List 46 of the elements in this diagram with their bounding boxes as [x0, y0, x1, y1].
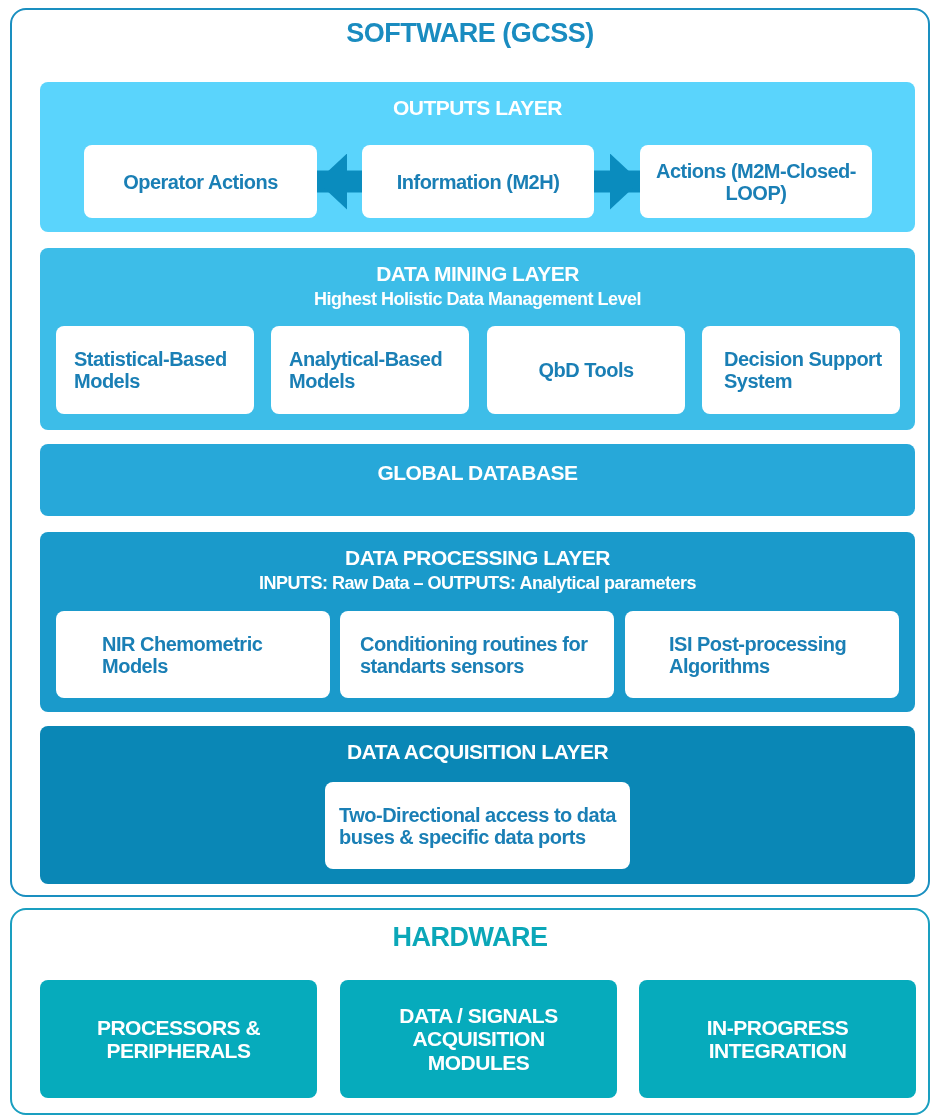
- module-card: [56, 326, 254, 414]
- hardware-card: [639, 980, 916, 1098]
- module-label: NIR Chemometric Models: [102, 632, 264, 677]
- layer-panel: [40, 248, 915, 430]
- layer-title: GLOBAL DATABASE: [376, 461, 579, 485]
- module-card: [325, 782, 630, 869]
- hardware-panel: [10, 908, 930, 1115]
- module-card: [625, 611, 899, 698]
- hardware-label: IN-PROGRESS INTEGRATION: [705, 1015, 850, 1063]
- layer-title: DATA MINING LAYER: [375, 262, 580, 286]
- layer-panel: [40, 82, 915, 232]
- software-panel: [10, 8, 930, 897]
- module-label: ISI Post-processing Algorithms: [669, 632, 848, 677]
- layer-subtitle: INPUTS: Raw Data – OUTPUTS: Analytical parameters: [258, 573, 697, 594]
- module-card: [56, 611, 330, 698]
- layer-panel: [40, 532, 915, 712]
- layer-title: DATA PROCESSING LAYER: [344, 546, 611, 570]
- module-card: [702, 326, 900, 414]
- hardware-card: [40, 980, 317, 1098]
- module-label: Conditioning routines for standarts sensors: [360, 632, 589, 677]
- module-label: Analytical-Based Models: [289, 348, 444, 392]
- layer-panel: [40, 726, 915, 884]
- hardware-label: DATA / SIGNALS ACQUISITION MODULES: [398, 1004, 559, 1074]
- module-card: [362, 145, 594, 218]
- module-label: Information (M2H): [396, 170, 560, 193]
- hardware-card: [340, 980, 617, 1098]
- module-card: [640, 145, 872, 218]
- block-arrow: [317, 153, 362, 210]
- section-title: SOFTWARE (GCSS): [345, 18, 595, 49]
- module-label: Actions (M2M-Closed-LOOP): [655, 159, 857, 204]
- layer-title: DATA ACQUISITION LAYER: [345, 740, 610, 764]
- module-card: [271, 326, 469, 414]
- module-card: [84, 145, 317, 218]
- layer-title: OUTPUTS LAYER: [392, 96, 563, 120]
- module-label: Decision Support System: [724, 348, 883, 392]
- module-card: [340, 611, 614, 698]
- module-label: Two-Directional access to data buses & specific data ports: [339, 803, 618, 848]
- section-title: HARDWARE: [391, 922, 549, 953]
- module-label: Statistical-Based Models: [74, 348, 228, 392]
- module-label: Operator Actions: [123, 170, 278, 193]
- layer-panel: [40, 444, 915, 516]
- hardware-label: PROCESSORS & PERIPHERALS: [95, 1015, 262, 1063]
- layer-subtitle: Highest Holistic Data Management Level: [312, 289, 643, 310]
- module-card: [487, 326, 685, 414]
- module-label: QbD Tools: [538, 359, 634, 381]
- block-arrow: [594, 153, 640, 210]
